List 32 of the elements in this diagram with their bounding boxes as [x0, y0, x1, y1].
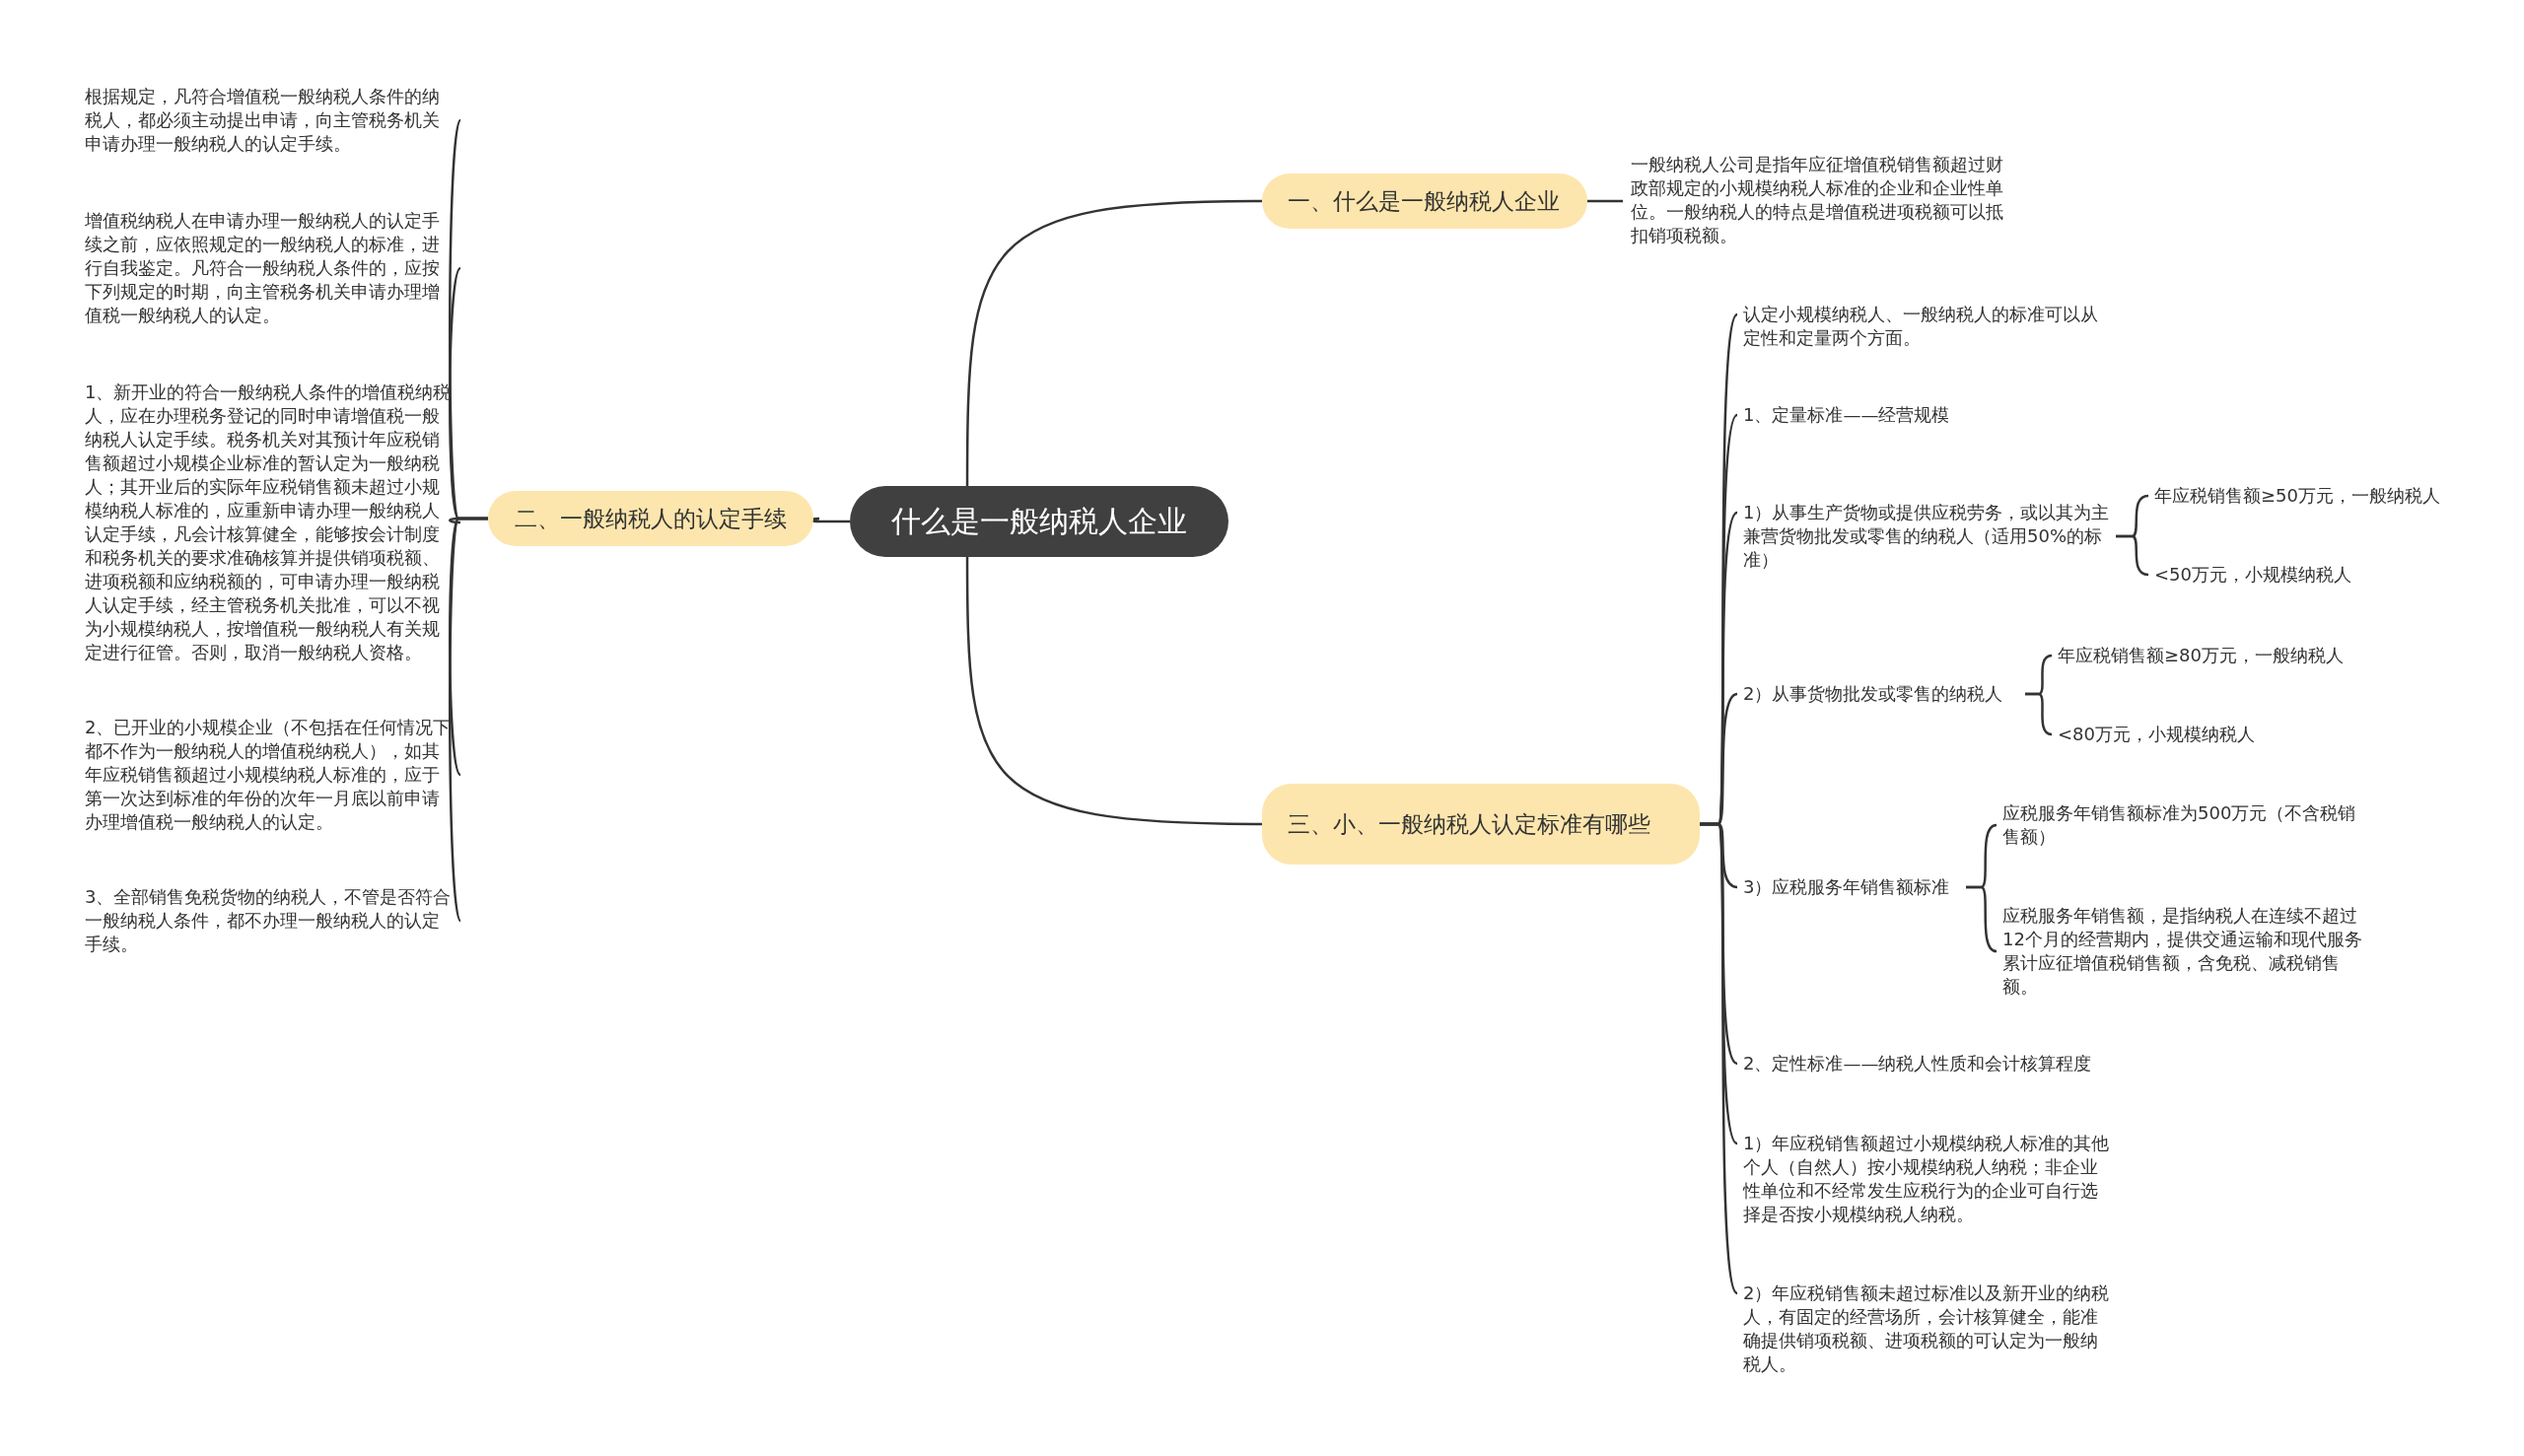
connector — [2025, 692, 2053, 736]
central-topic: 什么是一般纳税人企业 — [850, 486, 1228, 557]
note-text: 增值税纳税人在申请办理一般纳税人的认定手续之前，应依照规定的一般纳税人的标准，进行自我鉴定。凡符合一般纳税人条件的，应按下列规定的时期，向主管税务机关申请办理增值税一般纳税人的认定。 — [85, 209, 455, 327]
note-text: <50万元，小规模纳税人 — [2154, 563, 2480, 587]
note-text: 3、全部销售免税货物的纳税人，不管是否符合一般纳税人条件，都不办理一般纳税人的认定手续。 — [85, 885, 455, 956]
topic-pill: 一、什么是一般纳税人企业 — [1262, 173, 1587, 229]
note-text: 认定小规模纳税人、一般纳税人的标准可以从定性和定量两个方面。 — [1743, 303, 2110, 350]
connector — [1966, 885, 1998, 953]
topic-pill: 三、小、一般纳税人认定标准有哪些 — [1262, 784, 1700, 865]
connector — [1587, 199, 1623, 203]
connector — [965, 557, 1262, 826]
note-text: 年应税销售额≥50万元，一般纳税人 — [2154, 484, 2480, 508]
note-text: 2、定性标准——纳税人性质和会计核算程度 — [1743, 1052, 2138, 1075]
note-text: 2）年应税销售额未超过标准以及新开业的纳税人，有固定的经营场所，会计核算健全，能准确提供销项税额、进项税额的可认定为一般纳税人。 — [1743, 1282, 2110, 1376]
note-text: 应税服务年销售额标准为500万元（不含税销售额） — [2002, 801, 2367, 849]
note-text: 1）年应税销售额超过小规模纳税人标准的其他个人（自然人）按小规模纳税人纳税；非企业性单位和不经常发生应税行为的企业可自行选择是否按小规模纳税人纳税。 — [1743, 1132, 2110, 1226]
note-text: 根据规定，凡符合增值税一般纳税人条件的纳税人，都必须主动提出申请，向主管税务机关申请办理一般纳税人的认定手续。 — [85, 85, 455, 156]
topic-pill: 二、一般纳税人的认定手续 — [488, 491, 813, 546]
note-text: 2）从事货物批发或零售的纳税人 — [1743, 682, 2019, 706]
connector — [965, 199, 1262, 486]
note-text: 1）从事生产货物或提供应税劳务，或以其为主兼营货物批发或零售的纳税人（适用50%的标准） — [1743, 501, 2110, 572]
note-text: 2、已开业的小规模企业（不包括在任何情况下都不作为一般纳税人的增值税纳税人），如其年应税销售额超过小规模纳税人标准的，应于第一次达到标准的年份的次年一月底以前申请办理增值税一般纳税人的认定。 — [85, 716, 455, 834]
note-text: 一般纳税人公司是指年应征增值税销售额超过财政部规定的小规模纳税人标准的企业和企业性单位。一般纳税人的特点是增值税进项税额可以抵扣销项税额。 — [1631, 153, 2005, 247]
note-text: <80万元，小规模纳税人 — [2058, 723, 2383, 746]
note-text: 1、定量标准——经营规模 — [1743, 403, 2110, 427]
connector — [2116, 534, 2149, 577]
note-text: 3）应税服务年销售额标准 — [1743, 875, 1960, 899]
note-text: 1、新开业的符合一般纳税人条件的增值税纳税人，应在办理税务登记的同时申请增值税一般纳税人认定手续。税务机关对其预计年应税销售额超过小规模企业标准的暂认定为一般纳税人；其开业后的实际年应税销售额未超过小规模纳税人标准的，应重新申请办理一般纳税人认定手续，凡会计核算健全，能够按会计制度和税务机关的要求准确核算并提供销项税额、进项税额和应纳税额的，可申请办理一般纳税人认定手续，经主管税务机关批准，可以不视为小规模纳税人，按增值税一般纳税人有关规定进行征管。否则，取消一般纳税人资格。 — [85, 381, 455, 664]
connector — [449, 517, 488, 922]
note-text: 应税服务年销售额，是指纳税人在连续不超过12个月的经营期内，提供交通运输和现代服务累计应征增值税销售额，含免税、减税销售额。 — [2002, 904, 2367, 999]
note-text: 年应税销售额≥80万元，一般纳税人 — [2058, 644, 2383, 667]
connector — [1700, 822, 1739, 1294]
